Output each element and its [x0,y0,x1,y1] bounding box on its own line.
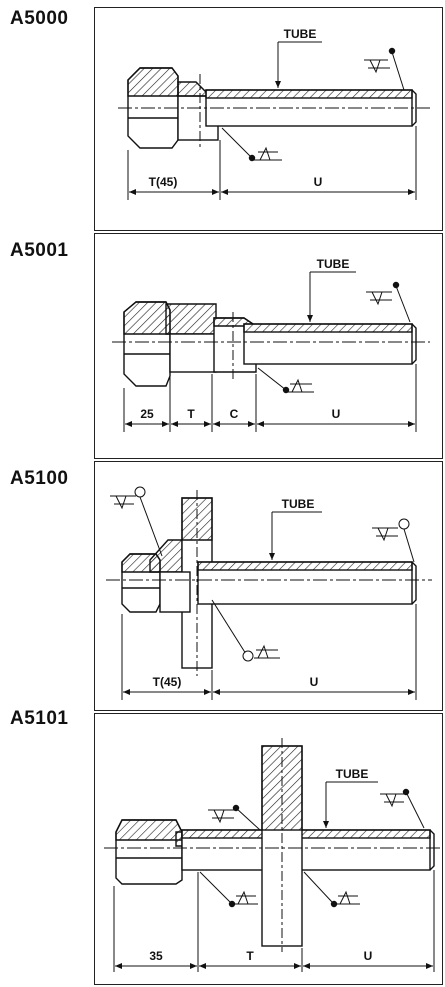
dim-label: U [310,675,319,689]
dim-label: U [314,175,323,189]
drawing-a5001 [112,271,430,432]
tube-label: TUBE [284,27,317,41]
drawing-a5000 [118,41,430,200]
tube-label: TUBE [336,767,369,781]
dim-label: T [246,949,254,963]
dim-label: U [364,949,373,963]
part-code-a5000: A5000 [10,8,69,29]
drawing-a5100 [106,486,432,700]
dim-label: 25 [140,407,154,421]
dim-label: C [230,407,239,421]
part-code-a5101: A5101 [10,708,69,729]
drawing-a5101 [104,738,440,972]
part-code-a5001: A5001 [10,240,69,261]
dim-label: T(45) [149,175,178,189]
tube-label: TUBE [317,257,350,271]
dim-label: U [332,407,341,421]
dim-label: 35 [149,949,163,963]
dim-label: T(45) [153,675,182,689]
dim-label: T [187,407,195,421]
tube-label: TUBE [282,497,315,511]
part-code-a5100: A5100 [10,468,69,489]
